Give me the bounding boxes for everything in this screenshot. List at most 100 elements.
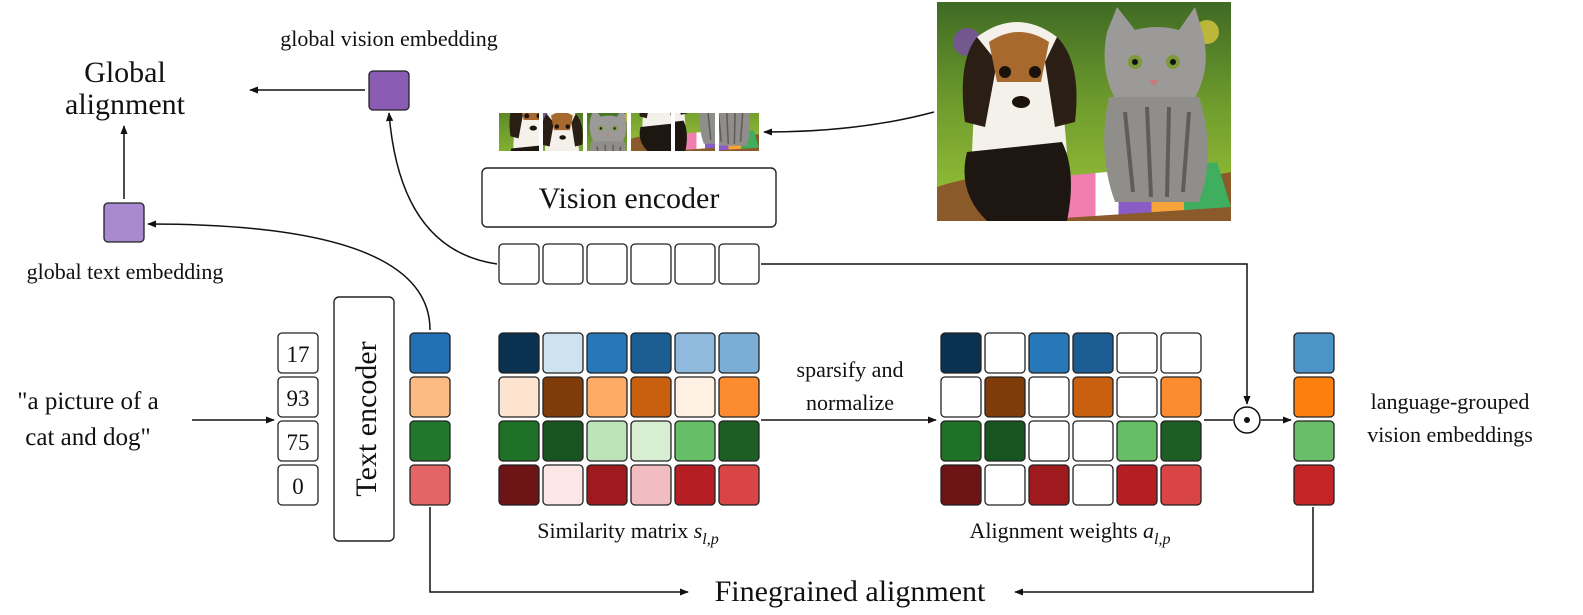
alignment-weights-matrix bbox=[940, 332, 1202, 506]
similarity-cell bbox=[542, 332, 584, 374]
alignment-weight-cell bbox=[1116, 332, 1158, 374]
global-text-embedding bbox=[103, 202, 145, 243]
token-id-box bbox=[277, 420, 319, 462]
token-id-text: 93 bbox=[287, 386, 310, 411]
similarity-cell bbox=[674, 464, 716, 506]
alignment-weight-cell bbox=[984, 332, 1026, 374]
token-ids: 17 93 75 0 bbox=[277, 332, 319, 506]
alignment-weight-cell bbox=[984, 420, 1026, 462]
token-id-text: 75 bbox=[287, 430, 310, 455]
text-encoder-box bbox=[333, 296, 395, 542]
alignment-weight-cell bbox=[1072, 420, 1114, 462]
vision-encoder-label: Vision encoder bbox=[539, 182, 720, 215]
similarity-cell bbox=[718, 376, 760, 418]
alignment-weight-cell bbox=[1028, 464, 1070, 506]
similarity-cell bbox=[674, 376, 716, 418]
alignment-weight-cell bbox=[940, 332, 982, 374]
alignment-weight-cell bbox=[1160, 332, 1202, 374]
alignment-weight-cell bbox=[1116, 376, 1158, 418]
token-id-box bbox=[277, 464, 319, 506]
caption-line2: cat and dog" bbox=[25, 424, 150, 451]
language-grouped-vision-embeddings bbox=[1293, 332, 1335, 506]
vision-patch-embedding bbox=[498, 243, 540, 285]
alignment-weight-cell bbox=[1160, 376, 1202, 418]
similarity-cell bbox=[718, 464, 760, 506]
alignment-weight-cell bbox=[984, 464, 1026, 506]
finegrained-alignment-label: Finegrained alignment bbox=[715, 575, 986, 608]
similarity-cell bbox=[498, 420, 540, 462]
token-id-text: 0 bbox=[292, 474, 304, 499]
similarity-cell bbox=[586, 464, 628, 506]
similarity-cell bbox=[498, 376, 540, 418]
similarity-cell bbox=[630, 464, 672, 506]
alignment-weight-cell bbox=[1028, 420, 1070, 462]
text-encoder-label: Text encoder bbox=[350, 341, 383, 496]
alignment-weight-cell bbox=[1072, 332, 1114, 374]
similarity-cell bbox=[542, 464, 584, 506]
similarity-cell bbox=[630, 420, 672, 462]
text-token-embedding bbox=[409, 420, 451, 462]
text-token-embedding bbox=[409, 332, 451, 374]
alignment-weight-cell bbox=[1072, 376, 1114, 418]
similarity-cell bbox=[586, 376, 628, 418]
alignment-weight-cell bbox=[1116, 420, 1158, 462]
global-vision-embedding bbox=[368, 70, 410, 111]
arrow-photo-to-patches bbox=[763, 111, 935, 136]
similarity-matrix-label: Similarity matrix sl,p bbox=[537, 518, 718, 548]
alignment-weights-label: Alignment weights al,p bbox=[970, 518, 1171, 548]
similarity-cell bbox=[498, 464, 540, 506]
grouped-vision-embedding bbox=[1293, 420, 1335, 462]
alignment-weight-cell bbox=[940, 464, 982, 506]
grouped-vision-embedding bbox=[1293, 376, 1335, 418]
caption-line1: "a picture of a bbox=[17, 388, 158, 415]
similarity-cell bbox=[630, 376, 672, 418]
similarity-cell bbox=[498, 332, 540, 374]
arrow-patches-to-product bbox=[761, 263, 1251, 405]
grouped-vision-embedding bbox=[1293, 464, 1335, 506]
text-token-embeddings bbox=[409, 332, 451, 506]
global-vision-embedding-label: global vision embedding bbox=[280, 26, 498, 51]
token-id-box bbox=[277, 376, 319, 418]
vision-patch-embedding bbox=[674, 243, 716, 285]
language-grouped-label-line2: vision embeddings bbox=[1367, 422, 1533, 447]
elementwise-product-dot bbox=[1244, 417, 1250, 423]
similarity-matrix bbox=[498, 332, 760, 506]
vision-patch-embeddings bbox=[498, 243, 760, 285]
alignment-weight-cell bbox=[1116, 464, 1158, 506]
similarity-cell bbox=[586, 332, 628, 374]
similarity-cell bbox=[674, 420, 716, 462]
sparsify-label-line1: sparsify and bbox=[797, 357, 904, 382]
vision-patch-embedding bbox=[630, 243, 672, 285]
arrow-text-to-finegrained bbox=[429, 507, 689, 596]
text-token-embedding bbox=[409, 376, 451, 418]
global-alignment-title-line1: Global bbox=[84, 56, 166, 89]
similarity-cell bbox=[542, 420, 584, 462]
arrow-patch-to-global-vision bbox=[386, 112, 498, 265]
connectors bbox=[120, 86, 1314, 596]
sparsify-label-line2: normalize bbox=[806, 390, 894, 415]
similarity-cell bbox=[542, 376, 584, 418]
alignment-weight-cell bbox=[940, 420, 982, 462]
similarity-cell bbox=[630, 332, 672, 374]
text-token-embedding bbox=[409, 464, 451, 506]
alignment-weight-cell bbox=[940, 376, 982, 418]
vision-encoder-box bbox=[481, 167, 777, 228]
similarity-cell bbox=[674, 332, 716, 374]
token-id-text: 17 bbox=[287, 342, 310, 367]
language-grouped-label-line1: language-grouped bbox=[1371, 389, 1530, 414]
alignment-weight-cell bbox=[1028, 332, 1070, 374]
input-photo bbox=[937, 2, 1231, 221]
arrow-cls-text-to-global-text bbox=[147, 220, 431, 331]
vision-patch-embedding bbox=[718, 243, 760, 285]
alignment-weight-cell bbox=[984, 376, 1026, 418]
vision-patch-embedding bbox=[586, 243, 628, 285]
token-id-box bbox=[277, 332, 319, 374]
similarity-cell bbox=[718, 420, 760, 462]
vision-patch-embedding bbox=[542, 243, 584, 285]
similarity-cell bbox=[718, 332, 760, 374]
alignment-weight-cell bbox=[1072, 464, 1114, 506]
alignment-weight-cell bbox=[1160, 420, 1202, 462]
alignment-weight-cell bbox=[1160, 464, 1202, 506]
grouped-vision-embedding bbox=[1293, 332, 1335, 374]
